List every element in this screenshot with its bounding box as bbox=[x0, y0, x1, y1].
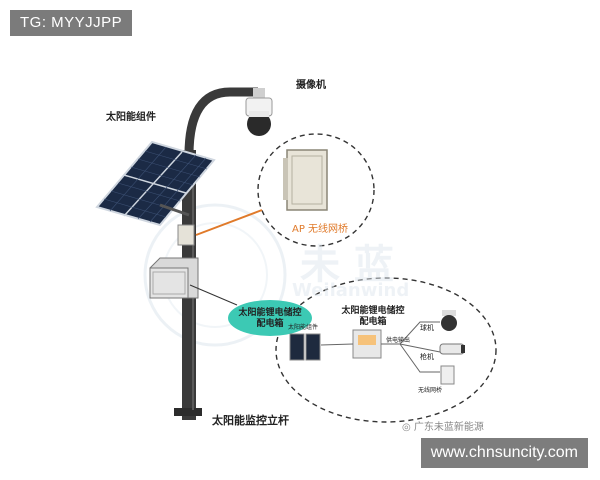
ap-connector-line bbox=[195, 209, 263, 236]
monitoring-pole bbox=[174, 87, 258, 420]
wire-panel-box bbox=[320, 343, 354, 346]
label-wireless-bridge: 无线网桥 bbox=[418, 387, 443, 394]
small-solar-panels bbox=[289, 333, 321, 361]
wechat-source: ◎ 广东未蓝新能源 bbox=[402, 418, 484, 433]
label-battery-box: 太阳能锂电储控配电箱 bbox=[238, 308, 302, 329]
controller-box bbox=[352, 329, 382, 359]
label-bullet-camera: 枪机 bbox=[420, 353, 434, 361]
watermark-text-en: Weilanwind bbox=[292, 280, 410, 301]
battery-box bbox=[149, 257, 199, 299]
solar-panel bbox=[95, 140, 216, 227]
ap-dashed-circle bbox=[257, 133, 375, 247]
label-dome-camera: 球机 bbox=[420, 324, 434, 332]
box-connector-line bbox=[189, 284, 238, 306]
components-dashed-circle bbox=[275, 277, 497, 423]
label-solar-small: 太阳能组件 bbox=[288, 324, 319, 331]
wireless-bridge-small bbox=[440, 365, 455, 385]
wechat-label: 广东未蓝新能源 bbox=[413, 422, 484, 433]
wechat-icon: ◎ bbox=[402, 422, 414, 433]
bullet-camera-small bbox=[439, 343, 465, 355]
output-wires bbox=[381, 321, 441, 373]
ap-device-large bbox=[283, 149, 328, 211]
label-camera: 摄像机 bbox=[296, 80, 326, 91]
dome-camera-top bbox=[245, 88, 273, 136]
label-pole: 太阳能监控立杆 bbox=[212, 414, 289, 427]
battery-box-callout bbox=[228, 300, 312, 336]
header-tag: TG: MYYJJPP bbox=[10, 10, 133, 36]
label-storage-controller: 太阳能锂电储控配电箱 bbox=[341, 306, 405, 327]
watermark-text-cn: 未 蓝 bbox=[300, 242, 394, 288]
footer-site-url[interactable]: www.chnsuncity.com bbox=[420, 438, 588, 468]
dome-camera-small bbox=[441, 310, 457, 331]
label-ap-bridge: AP 无线网桥 bbox=[292, 224, 349, 235]
ap-device-small bbox=[177, 224, 195, 246]
label-solar-module: 太阳能组件 bbox=[106, 112, 156, 123]
label-power-output: 供电输出 bbox=[386, 337, 411, 344]
